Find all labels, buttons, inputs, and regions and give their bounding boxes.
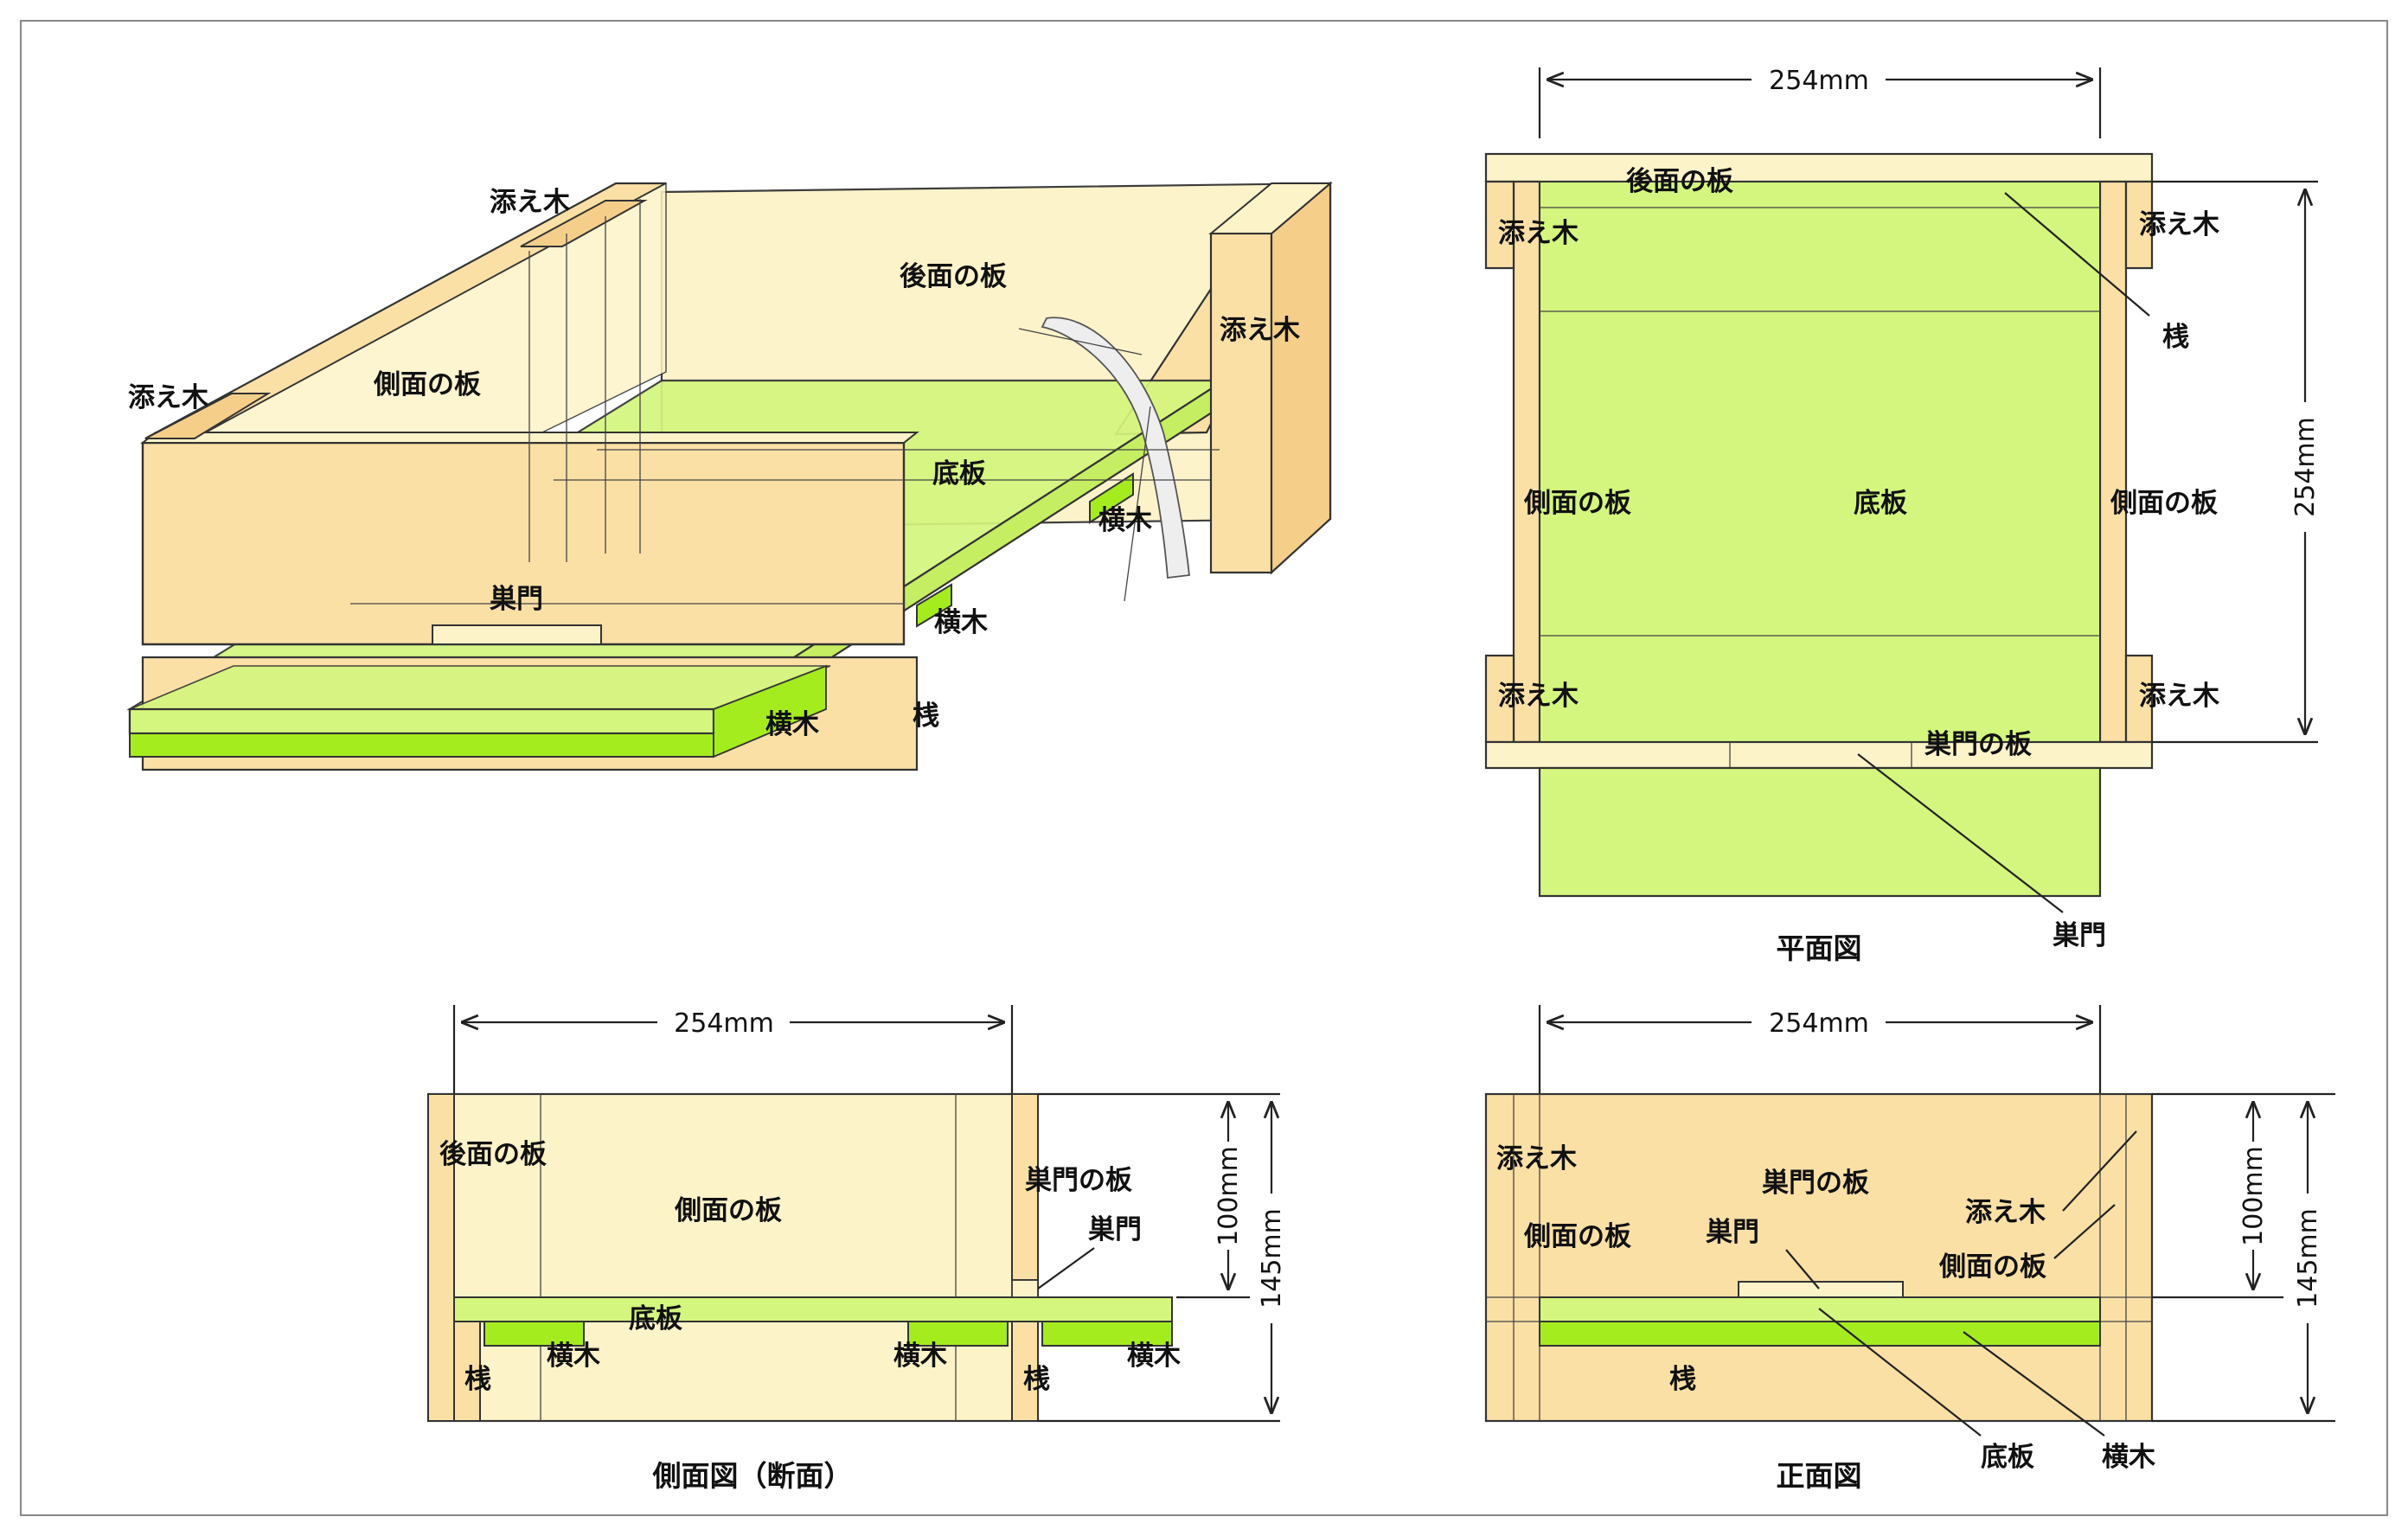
plan-soe-block-tl — [1484, 180, 1515, 270]
plan-caption: 平面図 — [1777, 931, 1862, 965]
front-view: 254mm 100mm 145mm 添え木 巣門の板 側面の板 巣門 — [1484, 1005, 2335, 1493]
iso-ribbon — [1041, 317, 1190, 579]
plan-label-soe-tl: 添え木 — [1498, 218, 1579, 249]
iso-label-entrance: 巣門 — [490, 584, 543, 615]
side-yokogi-1 — [484, 1321, 585, 1347]
front-body — [1484, 1092, 2154, 1423]
plan-label-soe-bl: 添え木 — [1498, 681, 1579, 712]
side-height-total-dim: 145mm — [1257, 1208, 1287, 1309]
iso-yokogi-front-bar-2 — [129, 733, 714, 758]
plan-left-side-board — [1512, 180, 1541, 744]
iso-label-yokogi-right: 横木 — [1098, 505, 1152, 536]
front-label-side-right: 側面の板 — [1938, 1251, 2046, 1283]
plan-label-entrance: 巣門 — [2053, 920, 2106, 951]
front-caption: 正面図 — [1777, 1459, 1862, 1493]
side-sun-left — [453, 1321, 481, 1422]
plan-label-entrance-board: 巣門の板 — [1924, 729, 2032, 760]
side-height-box-dim: 100mm — [1214, 1146, 1244, 1246]
side-label-entrance-board: 巣門の板 — [1025, 1165, 1132, 1196]
plan-soe-block-bl — [1484, 654, 1515, 744]
plan-label-side-right: 側面の板 — [2110, 488, 2218, 519]
plan-label-sun: 桟 — [2162, 322, 2189, 353]
side-label-yokogi-2: 横木 — [893, 1341, 947, 1372]
iso-yokogi-front-side — [713, 664, 827, 758]
front-label-soe-right: 添え木 — [1965, 1197, 2046, 1228]
side-yokogi-2 — [907, 1321, 1009, 1347]
iso-label-back-board: 後面の板 — [900, 261, 1007, 292]
iso-label-yokogi-front: 横木 — [765, 709, 819, 740]
side-yokogi-3 — [1041, 1321, 1173, 1347]
iso-right-post-side — [1270, 181, 1332, 575]
plan-label-soe-br: 添え木 — [2139, 681, 2219, 712]
side-caption: 側面図（断面） — [652, 1459, 853, 1493]
side-label-back-board: 後面の板 — [439, 1139, 547, 1170]
side-view: 254mm 100mm 145mm 後面の板 側面の板 巣門の板 巣門 — [426, 1005, 1287, 1493]
side-width-dim: 254mm — [674, 1008, 774, 1039]
front-label-entrance: 巣門 — [1706, 1217, 1759, 1248]
plan-back-board — [1484, 152, 2154, 183]
plan-soe-block-br — [2124, 654, 2154, 744]
front-label-entrance-board: 巣門の板 — [1762, 1168, 1869, 1199]
iso-label-yokogi-mid: 横木 — [934, 607, 988, 638]
plan-right-side-board — [2098, 180, 2128, 744]
iso-yokogi-mid-bar — [916, 583, 952, 628]
side-back-board — [427, 1093, 455, 1422]
plan-soe-block-tr — [2124, 180, 2154, 270]
front-yokogi-bar — [1539, 1321, 2101, 1347]
iso-floor-front-2 — [128, 707, 715, 735]
side-label-yokogi-3: 横木 — [1127, 1341, 1181, 1372]
side-label-floor: 底板 — [629, 1303, 682, 1334]
side-entrance-board — [1011, 1093, 1039, 1281]
plan-label-side-left: 側面の板 — [1523, 488, 1631, 519]
front-label-sun: 桟 — [1669, 1364, 1696, 1395]
side-board-body — [426, 1092, 1040, 1423]
iso-label-side-board: 側面の板 — [373, 369, 481, 400]
front-label-side-left: 側面の板 — [1523, 1221, 1631, 1252]
plan-label-floor: 底板 — [1854, 488, 1907, 519]
plan-view: 254mm 254mm 後面の板 添え木 添え木 桟 側面の — [1484, 66, 2321, 965]
front-label-floor: 底板 — [1981, 1442, 2034, 1473]
plan-floor-board — [1539, 181, 2101, 743]
iso-soe-left-block — [144, 393, 272, 439]
iso-yokogi-right-bar — [1089, 472, 1134, 524]
side-floor-board — [453, 1296, 1173, 1322]
side-label-entrance: 巣門 — [1088, 1214, 1142, 1245]
front-entrance-notch — [1738, 1281, 1904, 1298]
iso-view: 添え木 添え木 添え木 後面の板 側面の板 底板 横木 横木 横木 巣門 桟 — [126, 181, 1333, 771]
iso-soe-top-block — [520, 200, 648, 247]
iso-label-soe-right: 添え木 — [1220, 315, 1300, 346]
front-width-dim: 254mm — [1769, 1008, 1869, 1039]
outer-frame — [20, 20, 2388, 1516]
side-sun-right-post — [1011, 1303, 1039, 1422]
plan-label-back-board: 後面の板 — [1626, 166, 1733, 197]
side-label-sun-right: 桟 — [1023, 1364, 1050, 1395]
iso-label-floor: 底板 — [932, 458, 986, 490]
iso-label-soe-left: 添え木 — [128, 382, 208, 413]
iso-right-post — [1209, 232, 1273, 574]
side-label-yokogi-1: 横木 — [547, 1341, 600, 1372]
plan-depth-dim: 254mm — [2290, 417, 2321, 517]
plan-width-dim: 254mm — [1769, 66, 1869, 96]
iso-label-sun: 桟 — [913, 701, 939, 732]
front-label-soe-left: 添え木 — [1496, 1143, 1577, 1174]
iso-entrance-notch — [432, 624, 602, 645]
iso-floor-overlay — [129, 665, 831, 710]
plan-label-soe-tr: 添え木 — [2139, 209, 2219, 240]
front-height-total-dim: 145mm — [2293, 1208, 2323, 1309]
front-label-yokogi: 横木 — [2102, 1442, 2155, 1473]
iso-right-post-top — [1208, 182, 1333, 234]
plan-entrance-board — [1484, 740, 2154, 770]
side-entrance-gap — [1011, 1279, 1039, 1298]
plan-floor-extension — [1538, 766, 2102, 898]
side-label-side-board: 側面の板 — [674, 1195, 782, 1226]
front-height-box-dim: 100mm — [2238, 1146, 2269, 1246]
iso-label-soe-top: 添え木 — [490, 187, 570, 218]
side-label-sun-left: 桟 — [464, 1364, 491, 1395]
